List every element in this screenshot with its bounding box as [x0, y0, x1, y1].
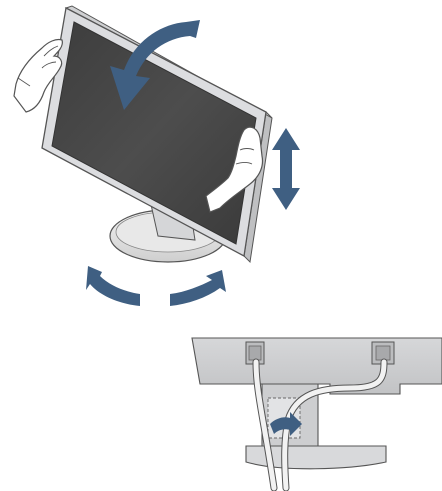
monitor-illustration: [13, 5, 300, 306]
right-hand: [205, 126, 264, 213]
stand-base-rear: [245, 445, 387, 470]
swivel-arrow-icon: [86, 266, 226, 306]
monitor-screen: [51, 21, 257, 245]
cables: [252, 358, 388, 491]
cable-routing-arrow-icon: [270, 412, 302, 436]
left-hand: [13, 38, 63, 113]
height-adjust-arrow-icon: [272, 128, 300, 210]
cable-routing-illustration: [191, 337, 442, 491]
right-connector: [371, 341, 395, 365]
tilt-arrow-icon: [110, 20, 200, 110]
